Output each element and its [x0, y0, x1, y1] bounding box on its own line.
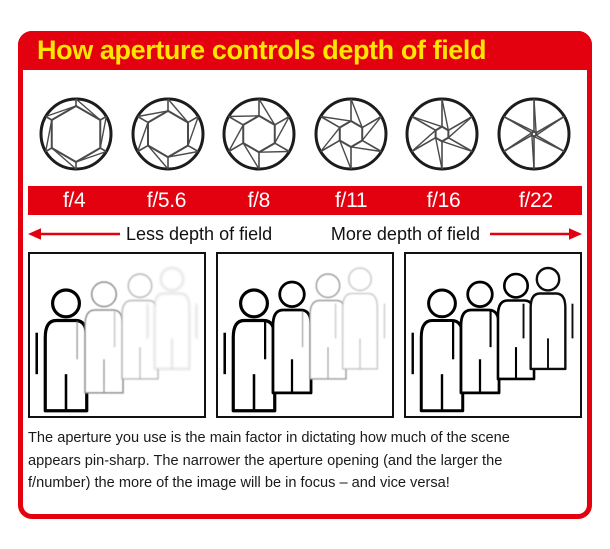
aperture-cell-f4 — [34, 89, 118, 179]
aperture-iris-icon — [405, 97, 479, 171]
fstop-label: f/16 — [426, 189, 461, 212]
people-silhouettes — [218, 254, 392, 416]
arrow-left-icon — [28, 228, 120, 240]
aperture-iris-icon — [497, 97, 571, 171]
people-silhouettes — [406, 254, 580, 416]
less-depth-of-field-group: Less depth of field — [28, 220, 300, 248]
panel-shallow-dof — [28, 252, 206, 418]
aperture-cell-f11 — [309, 89, 393, 179]
more-depth-of-field-group: More depth of field — [310, 220, 582, 248]
aperture-cell-f22 — [492, 89, 576, 179]
fstop-label: f/22 — [518, 189, 553, 212]
page-title: How aperture controls depth of field — [37, 35, 487, 65]
caption-line-3: f/number) the more of the image will be … — [28, 475, 450, 492]
fstop-label: f/8 — [247, 189, 271, 212]
infographic-frame: How aperture controls depth of field f/4… — [18, 31, 592, 519]
fstop-label: f/11 — [335, 189, 368, 212]
aperture-iris-icon — [222, 97, 296, 171]
caption-line-1: The aperture you use is the main factor … — [28, 430, 510, 446]
fstop-label: f/4 — [62, 189, 86, 212]
aperture-icon-row — [28, 85, 582, 183]
person-figure-sharp — [452, 280, 508, 395]
depth-of-field-scale: Less depth of field More depth of field — [28, 220, 582, 248]
arrow-right-icon — [490, 228, 582, 240]
title-banner: How aperture controls depth of field — [18, 31, 592, 70]
person-figure-sharp — [522, 266, 574, 371]
more-depth-of-field-label: More depth of field — [330, 224, 480, 244]
person-figure-sharp — [489, 272, 543, 381]
less-depth-of-field-label: Less depth of field — [126, 224, 273, 244]
aperture-cell-f16 — [400, 89, 484, 179]
people-silhouettes — [30, 254, 204, 416]
person-figure-softer — [335, 267, 385, 370]
aperture-cell-f5-6 — [126, 89, 210, 179]
aperture-iris-icon — [314, 97, 388, 171]
fstop-label: f/5.6 — [146, 189, 187, 212]
fstop-label-bar: f/4 f/5.6 f/8 f/11 f/16 f/22 — [28, 186, 582, 215]
caption-line-2: appears pin-sharp. The narrower the aper… — [28, 452, 503, 469]
example-photo-panels — [28, 252, 582, 418]
aperture-iris-icon — [39, 97, 113, 171]
aperture-cell-f8 — [217, 89, 301, 179]
panel-deep-dof — [404, 252, 582, 418]
aperture-iris-icon — [131, 97, 205, 171]
person-figure-softest — [147, 267, 197, 370]
panel-medium-dof — [216, 252, 394, 418]
caption-block: The aperture you use is the main factor … — [28, 427, 576, 495]
